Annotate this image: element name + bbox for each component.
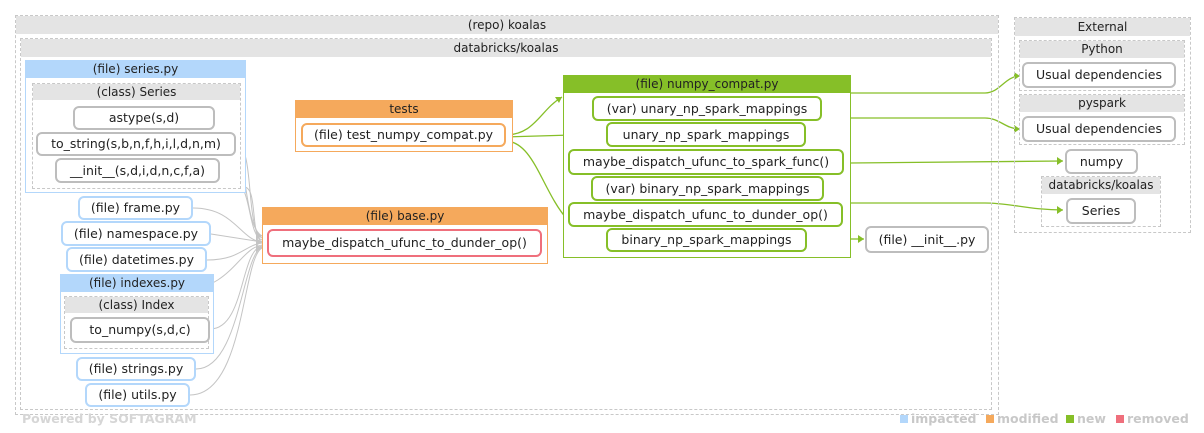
to-numpy-method[interactable]: to_numpy(s,d,c)	[70, 317, 210, 343]
binary-mappings[interactable]: binary_np_spark_mappings	[606, 228, 807, 252]
unary-mappings[interactable]: unary_np_spark_mappings	[606, 122, 806, 147]
namespace-file-node[interactable]: (file) namespace.py	[61, 221, 211, 246]
base-file-title: (file) base.py	[263, 208, 547, 225]
series-file-title: (file) series.py	[26, 61, 245, 78]
external-container: External	[1014, 17, 1191, 233]
ext-series-node[interactable]: Series	[1066, 198, 1136, 224]
numpy-node[interactable]: numpy	[1065, 149, 1138, 174]
legend-modified: modified	[986, 411, 1059, 426]
var-unary-mappings[interactable]: (var) unary_np_spark_mappings	[592, 96, 822, 121]
utils-file-node[interactable]: (file) utils.py	[85, 383, 190, 407]
datetimes-file-node[interactable]: (file) datetimes.py	[66, 247, 207, 272]
base-dunder-op-function[interactable]: maybe_dispatch_ufunc_to_dunder_op()	[267, 229, 542, 257]
dunder-op-dispatch[interactable]: maybe_dispatch_ufunc_to_dunder_op()	[568, 202, 843, 227]
external-title: External	[1015, 18, 1190, 36]
strings-file-node[interactable]: (file) strings.py	[76, 357, 196, 381]
ext-koalas-container: databricks/koalas	[1041, 176, 1161, 227]
legend-modified-swatch	[986, 415, 994, 423]
softagram-footer: Powered by SOFTAGRAM	[22, 411, 197, 426]
repo-container: (repo) koalas	[15, 15, 999, 415]
legend-new: new	[1066, 411, 1106, 426]
series-class-title: (class) Series	[33, 84, 240, 100]
test-numpy-compat-file[interactable]: (file) test_numpy_compat.py	[301, 123, 506, 147]
tests-title: tests	[296, 101, 512, 118]
frame-file-node[interactable]: (file) frame.py	[78, 196, 193, 220]
legend-new-label: new	[1077, 411, 1106, 426]
pyspark-title: pyspark	[1020, 95, 1184, 112]
init-file-node[interactable]: (file) __init__.py	[865, 226, 989, 253]
pyspark-container: pyspark	[1019, 94, 1185, 145]
python-container: Python	[1019, 40, 1185, 91]
numpy-compat-title: (file) numpy_compat.py	[564, 76, 850, 93]
ext-koalas-title: databricks/koalas	[1042, 177, 1160, 194]
python-title: Python	[1020, 41, 1184, 58]
legend-removed-swatch	[1116, 415, 1124, 423]
spark-func-dispatch[interactable]: maybe_dispatch_ufunc_to_spark_func()	[568, 149, 844, 175]
index-class-title: (class) Index	[65, 297, 208, 313]
series-class-container: (class) Series	[32, 83, 241, 189]
legend-impacted-swatch	[900, 415, 908, 423]
legend-removed-label: removed	[1127, 411, 1189, 426]
series-init-method[interactable]: __init__(s,d,i,d,n,c,f,a)	[55, 158, 220, 183]
legend-impacted-label: impacted	[911, 411, 977, 426]
var-binary-mappings[interactable]: (var) binary_np_spark_mappings	[591, 176, 824, 201]
to-string-method[interactable]: to_string(s,b,n,f,h,i,l,d,n,m)	[36, 132, 236, 156]
legend-modified-label: modified	[997, 411, 1059, 426]
project-container: databricks/koalas	[20, 38, 992, 410]
legend-removed: removed	[1116, 411, 1189, 426]
legend-new-swatch	[1066, 415, 1074, 423]
astype-method[interactable]: astype(s,d)	[73, 106, 215, 130]
python-usual-dependencies[interactable]: Usual dependencies	[1022, 62, 1176, 88]
pyspark-usual-dependencies[interactable]: Usual dependencies	[1022, 116, 1176, 142]
legend-impacted: impacted	[900, 411, 977, 426]
project-title: databricks/koalas	[21, 39, 991, 57]
indexes-file-title: (file) indexes.py	[61, 275, 213, 292]
repo-title: (repo) koalas	[16, 16, 998, 34]
